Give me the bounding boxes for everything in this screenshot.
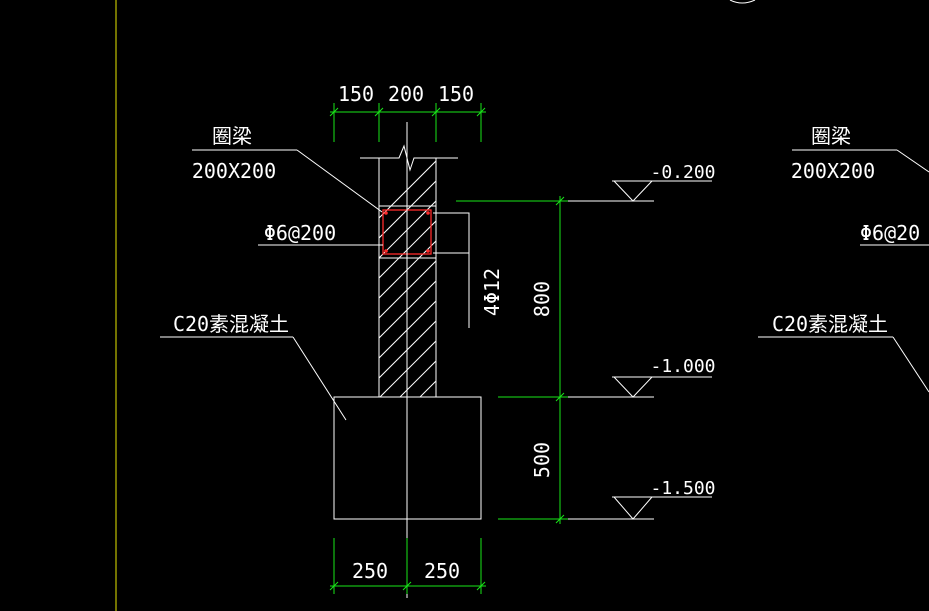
elevation-marker bbox=[568, 180, 712, 202]
dim-bottom-1: 250 bbox=[352, 559, 388, 583]
elevation-label-3: -1.500 bbox=[650, 478, 715, 499]
rebar-dot bbox=[384, 249, 388, 253]
leader-lines bbox=[160, 149, 470, 421]
ring-beam-label: 圈梁 bbox=[212, 124, 252, 148]
stirrup-label: Φ6@200 bbox=[264, 221, 336, 245]
rebar-dot bbox=[426, 211, 430, 215]
bottom-dimension-chain bbox=[329, 538, 486, 594]
wall-section bbox=[360, 144, 458, 397]
concrete-label-right: C20素混凝土 bbox=[772, 312, 888, 336]
stirrup-label-right: Φ6@20 bbox=[860, 221, 920, 245]
foundation-detail-left: 150 200 150 250 250 800 500 bbox=[160, 82, 716, 598]
elevation-marker bbox=[568, 496, 712, 520]
dim-bottom-2: 250 bbox=[424, 559, 460, 583]
ring-beam-size: 200X200 bbox=[192, 159, 276, 183]
rebar-dot bbox=[384, 211, 388, 215]
elevation-label-1: -0.200 bbox=[650, 162, 715, 183]
ring-beam-label-right: 圈梁 bbox=[811, 124, 851, 148]
dim-vertical-2: 500 bbox=[530, 442, 554, 478]
elevation-marker bbox=[568, 376, 712, 398]
dim-top-3: 150 bbox=[438, 82, 474, 106]
rebar-dot bbox=[426, 249, 430, 253]
main-rebar-label: 4Φ12 bbox=[480, 268, 504, 316]
view-corner-arc bbox=[729, 0, 756, 4]
top-dimension-chain bbox=[329, 103, 486, 142]
concrete-label: C20素混凝土 bbox=[173, 312, 289, 336]
elevation-label-2: -1.000 bbox=[650, 356, 715, 377]
wall-hatching bbox=[379, 160, 436, 397]
foundation-detail-right-partial: 圈梁 200X200 Φ6@20 C20素混凝土 bbox=[758, 124, 929, 393]
vertical-dimension-chain bbox=[456, 196, 568, 524]
dim-top-2: 200 bbox=[388, 82, 424, 106]
dim-top-1: 150 bbox=[338, 82, 374, 106]
dim-vertical-1: 800 bbox=[530, 281, 554, 317]
ring-beam-size-right: 200X200 bbox=[791, 159, 875, 183]
